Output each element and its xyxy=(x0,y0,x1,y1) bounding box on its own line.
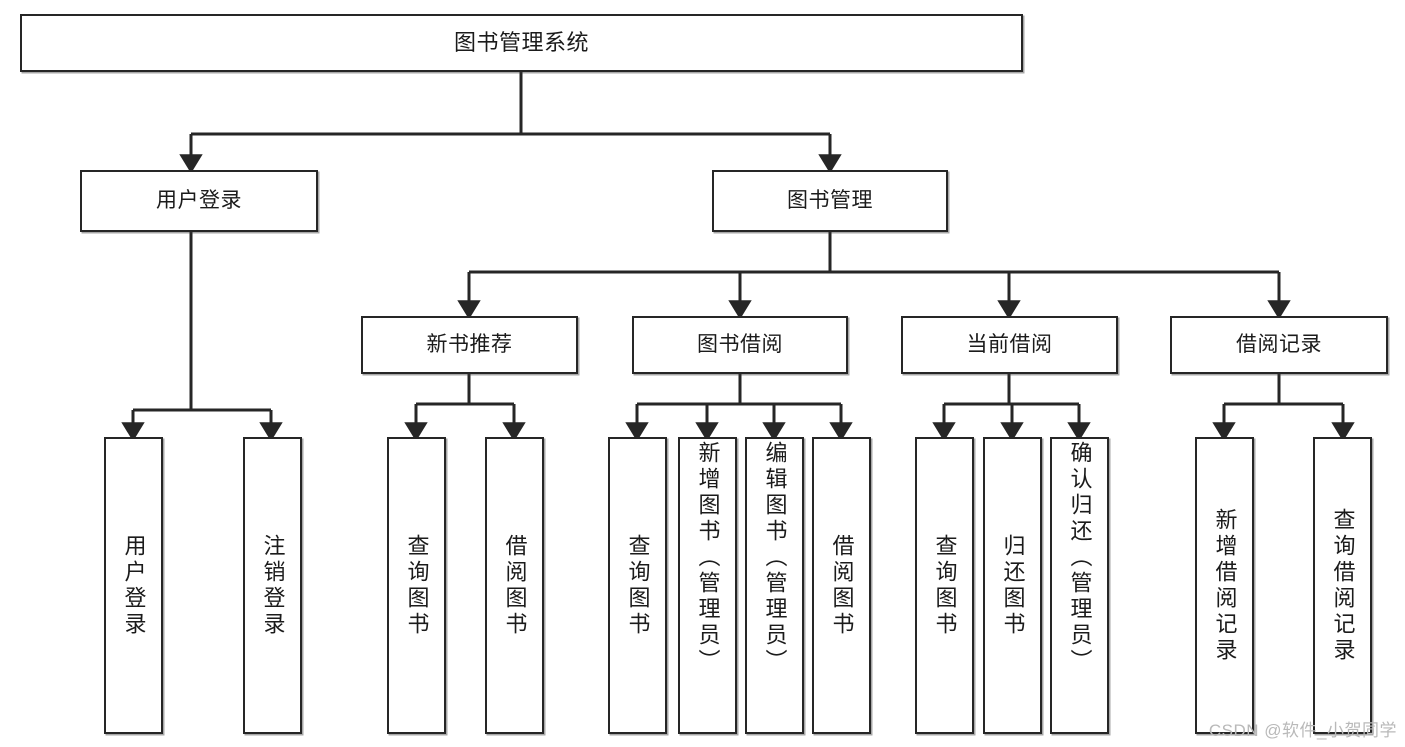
node-leaf-add-record-label: 新增借阅记录 xyxy=(1212,507,1238,664)
node-root[interactable]: 图书管理系统 xyxy=(20,14,1023,72)
node-borrow-record[interactable]: 借阅记录 xyxy=(1170,316,1388,374)
node-leaf-query-book-1[interactable]: 查询图书 xyxy=(387,437,446,734)
node-leaf-query-book-1-label: 查询图书 xyxy=(404,533,430,638)
node-leaf-logout[interactable]: 注销登录 xyxy=(243,437,302,734)
node-leaf-return-book-label: 归还图书 xyxy=(1000,533,1026,638)
node-leaf-logout-label: 注销登录 xyxy=(260,533,286,638)
node-current-borrow-label: 当前借阅 xyxy=(966,333,1053,357)
node-leaf-user-login[interactable]: 用户登录 xyxy=(104,437,163,734)
node-leaf-add-book[interactable]: 新增图书（管理员） xyxy=(678,437,737,734)
node-book-manage[interactable]: 图书管理 xyxy=(712,170,948,232)
node-book-borrow[interactable]: 图书借阅 xyxy=(632,316,848,374)
node-leaf-confirm-return[interactable]: 确认归还（管理员） xyxy=(1050,437,1109,734)
node-leaf-edit-book-label: 编辑图书（管理员） xyxy=(762,441,788,675)
node-leaf-query-record[interactable]: 查询借阅记录 xyxy=(1313,437,1372,734)
node-leaf-borrow-book-2-label: 借阅图书 xyxy=(829,533,855,638)
node-user-login[interactable]: 用户登录 xyxy=(80,170,318,232)
node-leaf-add-record[interactable]: 新增借阅记录 xyxy=(1195,437,1254,734)
node-leaf-add-book-label: 新增图书（管理员） xyxy=(695,441,721,675)
node-book-borrow-label: 图书借阅 xyxy=(697,333,783,357)
node-leaf-query-record-label: 查询借阅记录 xyxy=(1330,507,1356,664)
node-leaf-query-book-2[interactable]: 查询图书 xyxy=(608,437,667,734)
node-leaf-query-book-2-label: 查询图书 xyxy=(625,533,651,638)
csdn-watermark: CSDN @软件_小贺同学 xyxy=(1208,721,1397,740)
node-leaf-query-book-3-label: 查询图书 xyxy=(932,533,958,638)
node-new-book-rec[interactable]: 新书推荐 xyxy=(361,316,578,374)
node-root-label: 图书管理系统 xyxy=(453,29,589,55)
node-leaf-borrow-book-2[interactable]: 借阅图书 xyxy=(812,437,871,734)
node-leaf-borrow-book-1-label: 借阅图书 xyxy=(502,533,528,638)
node-user-login-label: 用户登录 xyxy=(156,189,242,213)
node-book-manage-label: 图书管理 xyxy=(787,189,873,213)
node-leaf-confirm-return-label: 确认归还（管理员） xyxy=(1067,441,1093,675)
node-leaf-borrow-book-1[interactable]: 借阅图书 xyxy=(485,437,544,734)
node-leaf-query-book-3[interactable]: 查询图书 xyxy=(915,437,974,734)
node-leaf-return-book[interactable]: 归还图书 xyxy=(983,437,1042,734)
node-borrow-record-label: 借阅记录 xyxy=(1236,333,1322,357)
node-leaf-user-login-label: 用户登录 xyxy=(121,533,147,638)
node-current-borrow[interactable]: 当前借阅 xyxy=(901,316,1118,374)
node-leaf-edit-book[interactable]: 编辑图书（管理员） xyxy=(745,437,804,734)
node-new-book-rec-label: 新书推荐 xyxy=(426,333,513,357)
